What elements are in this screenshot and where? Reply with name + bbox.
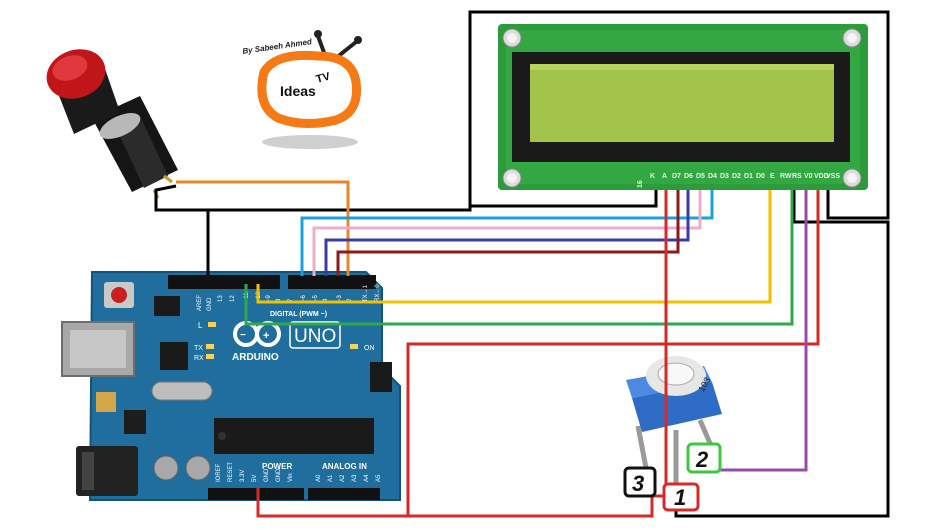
pot-pin-3-label: 3 [632, 471, 644, 496]
led-l-label: L [198, 321, 203, 330]
arduino-model-text: UNO [294, 326, 336, 347]
potentiometer: 103 [626, 356, 722, 484]
pot-pin-2-label: 2 [695, 447, 709, 472]
lcd-pin-label: A [662, 173, 667, 180]
pot-pin-3-badge: 3 [623, 466, 657, 498]
digital-pin-label: 2 [347, 298, 353, 302]
power-pin-label: GND [276, 468, 282, 482]
wire-orange-button [176, 180, 350, 276]
analog-pin-label: A2 [340, 474, 346, 482]
digital-header-label: DIGITAL (PWM ~) [270, 311, 327, 318]
power-pin-labels: IOREF RESET 3.3V 5V GND GND Vin [216, 462, 294, 482]
digital-pin-label: ~6 [301, 294, 307, 302]
analog-pin-labels: A0 A1 A2 A3 A4 A5 [316, 474, 382, 482]
wires [154, 10, 890, 518]
lcd-pin-label: RS [792, 173, 802, 180]
digital-header-left [168, 275, 280, 289]
logo-word-tv: TV [315, 70, 332, 85]
digital-pin-label: ~9 [266, 294, 272, 302]
led-rx-label: RX [194, 355, 204, 362]
lcd-pin-label: D2 [732, 173, 741, 180]
digital-pin-label: TX→1 [363, 284, 369, 302]
wire-black-lcd-k [468, 190, 658, 210]
lcd-pin-label: D0 [756, 173, 765, 180]
power-pin-label: GND [264, 468, 270, 482]
lcd-pin-label: D4 [708, 173, 717, 180]
power-pin-label: 3.3V [240, 470, 246, 482]
digital-header-right [288, 275, 376, 289]
analog-header [308, 488, 380, 500]
analog-pin-label: A4 [364, 474, 370, 482]
analog-pin-label: A5 [376, 474, 382, 482]
digital-pin-label: ~5 [313, 294, 319, 302]
digital-pin-label: 7 [288, 298, 294, 302]
lcd-pin-label: D1 [744, 173, 753, 180]
lcd-pin-label: 16 [637, 180, 644, 188]
wire-cyan-d4 [300, 190, 714, 276]
gnd-label: GND [207, 297, 213, 311]
lcd-pin-label: D6 [684, 173, 693, 180]
lcd-pin-label: D3 [720, 173, 729, 180]
lcd-pin-label: D7 [672, 173, 681, 180]
led-tx-label: TX [194, 345, 203, 352]
digital-pin-label: 8 [276, 298, 282, 302]
led-on-label: ON [364, 345, 375, 352]
lcd-module: 16 K A D7 D6 D5 D4 D3 D2 D1 D0 E RW RS V… [498, 24, 868, 190]
lcd-pin-label: VDD [814, 173, 829, 180]
tv-ideas-logo: By Sabeeh Ahmed Ideas TV [242, 30, 362, 149]
atmega-chip [214, 418, 374, 454]
wire-darkred-d7 [336, 190, 680, 276]
wire-blue-d6 [324, 190, 690, 276]
power-pin-label: RESET [228, 462, 234, 482]
wire-green-rs [244, 190, 794, 326]
push-button [46, 49, 178, 199]
pot-pin-2-badge: 2 [686, 442, 722, 474]
lcd-pin-label: E [770, 173, 775, 180]
svg-text:−: − [240, 330, 246, 341]
power-header [208, 488, 304, 500]
arduino-uno-board: − + ARDUINO UNO L TX RX ON AREF GND DIGI… [61, 271, 401, 501]
aref-label: AREF [197, 295, 203, 311]
digital-pin-label: ~3 [337, 294, 343, 302]
digital-pin-label: 4 [323, 298, 329, 302]
lcd-pin-label: VSS [826, 173, 840, 180]
analog-pin-label: A0 [316, 474, 322, 482]
analog-header-label: ANALOG IN [322, 462, 367, 471]
analog-pin-label: A1 [328, 474, 334, 482]
lcd-pin-label: D5 [696, 173, 705, 180]
analog-pin-label: A3 [352, 474, 358, 482]
pot-pin-1-badge: 1 [662, 482, 700, 512]
digital-pin-label: 12 [230, 295, 236, 302]
wire-black-frame [154, 184, 210, 276]
power-header-label: POWER [262, 462, 292, 471]
digital-pin-label: RX←0 [375, 284, 381, 302]
wire-yellow-e [256, 190, 772, 304]
pot-pin-1-label: 1 [674, 485, 686, 510]
digital-pin-label: 13 [218, 295, 224, 302]
wire-red-vdd [256, 190, 820, 518]
logo-word-main: Ideas [280, 83, 316, 99]
svg-text:+: + [263, 330, 269, 342]
power-pin-label: Vin [288, 473, 294, 482]
arduino-brand-text: ARDUINO [232, 352, 279, 363]
lcd-screen [530, 64, 834, 142]
lcd-pin-labels: 16 K A D7 D6 D5 D4 D3 D2 D1 D0 E RW RS V… [637, 173, 840, 188]
power-pin-label: IOREF [216, 463, 222, 482]
lcd-pin-label: K [650, 173, 655, 180]
wire-black-lcd-gnd-right [674, 190, 890, 518]
power-pin-label: 5V [252, 475, 258, 482]
lcd-pin-label: RW [780, 173, 792, 180]
wire-pink-d5 [312, 190, 702, 276]
lcd-pin-label: V0 [804, 173, 813, 180]
